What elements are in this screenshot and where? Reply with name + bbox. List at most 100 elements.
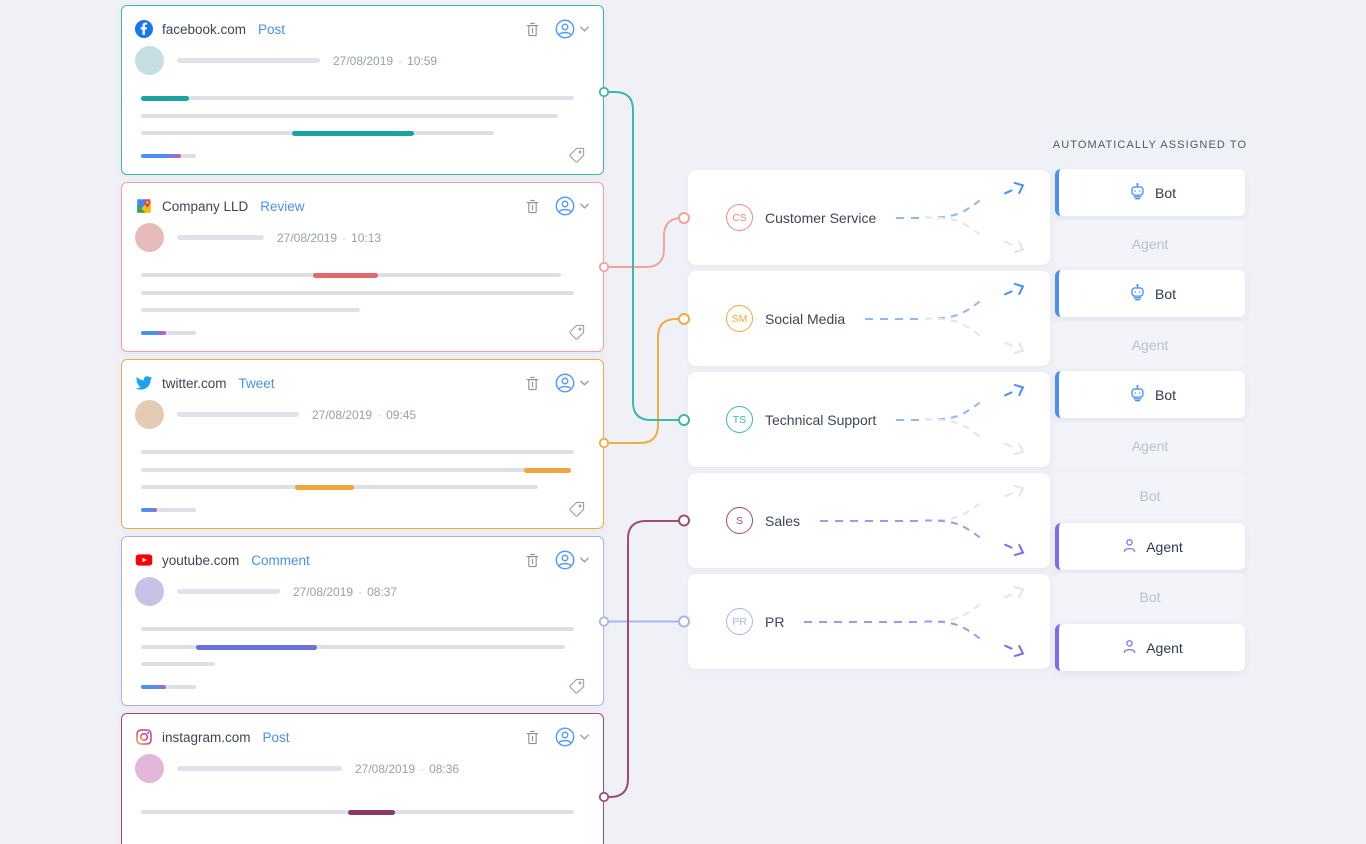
bot-icon [1128, 182, 1147, 204]
post-card-youtube: youtube.com Comment 27/08/2019·08:37 [121, 536, 604, 706]
text-skeleton-bar [141, 308, 360, 312]
category-customer-service[interactable]: CS Customer Service [688, 170, 1050, 265]
source-name: Company LLD [162, 199, 248, 214]
assign-option-bot[interactable]: Bot [1055, 371, 1245, 418]
branch-to-agent-arrow [1003, 338, 1025, 356]
branch-to-agent-arrow [1003, 439, 1025, 457]
post-type-link[interactable]: Tweet [239, 376, 275, 391]
delete-icon[interactable] [524, 552, 541, 569]
source-name: instagram.com [162, 730, 251, 745]
category-pr[interactable]: PR PR [688, 574, 1050, 669]
text-skeleton-bar [141, 131, 494, 135]
post-date: 27/08/2019·08:36 [355, 762, 459, 776]
routing-branch [925, 372, 1050, 467]
branch-to-bot-arrow [1003, 281, 1025, 299]
routing-dash-line [865, 317, 925, 321]
delete-icon[interactable] [524, 375, 541, 392]
routing-dash-line [896, 418, 926, 422]
source-name: youtube.com [162, 553, 239, 568]
category-label: Sales [765, 513, 800, 529]
youtube-icon [135, 551, 153, 569]
assign-user-icon[interactable] [554, 372, 589, 394]
assign-option-agent[interactable]: Agent [1055, 523, 1245, 570]
option-label: Bot [1155, 387, 1176, 403]
assign-option-agent[interactable]: Agent [1055, 624, 1245, 671]
avatar [135, 400, 164, 429]
routing-branch [925, 170, 1050, 265]
assign-option-agent[interactable]: Agent [1055, 321, 1245, 368]
branch-to-bot-arrow [1003, 180, 1025, 198]
branch-to-bot-arrow [1003, 483, 1025, 501]
connector-company-to-customer-service [600, 213, 689, 271]
text-skeleton-bar [141, 485, 538, 489]
chevron-down-icon [580, 380, 589, 386]
post-date: 27/08/2019·10:13 [277, 231, 381, 245]
post-type-link[interactable]: Review [260, 199, 304, 214]
author-placeholder [177, 58, 320, 63]
branch-to-agent-arrow [1003, 237, 1025, 255]
avatar [135, 223, 164, 252]
option-label: Agent [1132, 337, 1169, 353]
assign-user-icon[interactable] [554, 549, 589, 571]
category-label: Social Media [765, 311, 845, 327]
category-label: Technical Support [765, 412, 876, 428]
tag-icon[interactable] [568, 678, 585, 695]
routing-dash-line [820, 519, 925, 523]
post-type-link[interactable]: Comment [251, 553, 310, 568]
routing-branch [925, 271, 1050, 366]
agent-icon [1121, 638, 1138, 658]
highlight-segment [313, 273, 378, 278]
option-label: Agent [1132, 438, 1169, 454]
assign-option-bot[interactable]: Bot [1055, 270, 1245, 317]
tag-icon[interactable] [568, 147, 585, 164]
mini-meter [141, 685, 196, 689]
author-placeholder [177, 589, 280, 594]
tag-icon[interactable] [568, 501, 585, 518]
delete-icon[interactable] [524, 198, 541, 215]
routing-branch [925, 574, 1050, 669]
post-type-link[interactable]: Post [263, 730, 290, 745]
post-date: 27/08/2019·08:37 [293, 585, 397, 599]
post-type-link[interactable]: Post [258, 22, 285, 37]
branch-to-agent-arrow [1003, 641, 1025, 659]
assign-option-bot[interactable]: Bot [1055, 169, 1245, 216]
assign-option-bot[interactable]: Bot [1055, 573, 1245, 620]
tag-icon[interactable] [568, 324, 585, 341]
text-skeleton-bar [141, 468, 567, 472]
chevron-down-icon [580, 203, 589, 209]
avatar [135, 46, 164, 75]
author-placeholder [177, 766, 342, 771]
delete-icon[interactable] [524, 21, 541, 38]
assign-user-icon[interactable] [554, 18, 589, 40]
connector-twitter-to-social-media [600, 314, 689, 447]
bot-icon [1128, 384, 1147, 406]
highlight-segment [524, 468, 571, 473]
author-placeholder [177, 412, 299, 417]
category-badge: SM [726, 305, 753, 332]
twitter-icon [135, 374, 153, 392]
category-technical-support[interactable]: TS Technical Support [688, 372, 1050, 467]
assign-option-agent[interactable]: Agent [1055, 220, 1245, 267]
delete-icon[interactable] [524, 729, 541, 746]
author-placeholder [177, 235, 264, 240]
category-badge: S [726, 507, 753, 534]
source-name: twitter.com [162, 376, 227, 391]
agent-icon [1121, 537, 1138, 557]
category-sales[interactable]: S Sales [688, 473, 1050, 568]
category-social-media[interactable]: SM Social Media [688, 271, 1050, 366]
option-label: Agent [1146, 640, 1183, 656]
mini-meter [141, 154, 196, 158]
option-label: Agent [1132, 236, 1169, 252]
assign-user-icon[interactable] [554, 726, 589, 748]
assign-user-icon[interactable] [554, 195, 589, 217]
google-maps-icon [135, 197, 153, 215]
category-badge: CS [726, 204, 753, 231]
assign-option-bot[interactable]: Bot [1055, 472, 1245, 519]
branch-to-bot-arrow [1003, 382, 1025, 400]
text-skeleton-bar [141, 810, 574, 814]
post-card-company-lld: Company LLD Review 27/08/2019·10:13 [121, 182, 604, 352]
connector-instagram-to-sales [600, 516, 689, 802]
mini-meter [141, 331, 196, 335]
assign-option-agent[interactable]: Agent [1055, 422, 1245, 469]
